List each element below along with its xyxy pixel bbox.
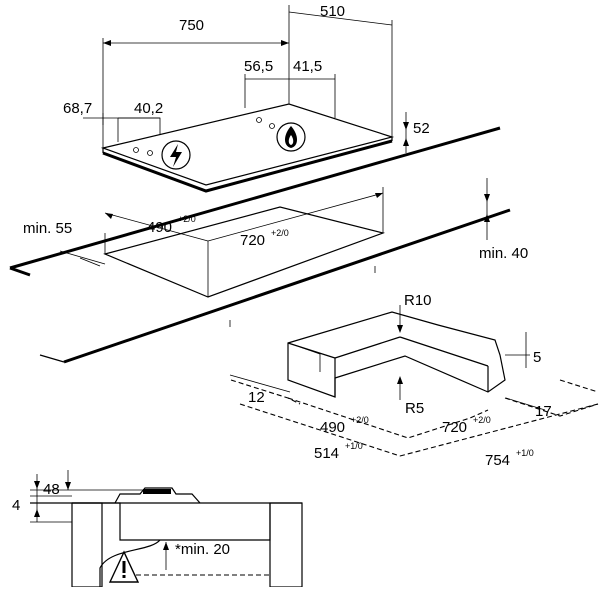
label-min-clearance: *min. 20 — [175, 541, 230, 558]
hob-front-edge — [102, 139, 393, 193]
label-radius-outer: R10 — [404, 292, 432, 309]
label-burner-offset-a: 56,5 — [244, 58, 273, 75]
gas-flame-icon — [276, 122, 306, 152]
label-frame-width: 720 — [442, 419, 467, 436]
worktop-drawing — [9, 126, 511, 364]
label-section-total: 48 — [43, 481, 60, 498]
frame-detail-drawing — [229, 305, 599, 457]
label-outer-depth-tol: +1/0 — [345, 441, 363, 451]
label-cutout-depth: 490 — [147, 219, 172, 236]
label-hob-width: 750 — [179, 17, 204, 34]
label-radius-inner: R5 — [405, 400, 424, 417]
label-cutout-width: 720 — [240, 232, 265, 249]
label-min-side: min. 40 — [479, 245, 528, 262]
label-frame-depth-tol: +2/0 — [351, 415, 369, 425]
warning-triangle-icon — [108, 550, 140, 583]
label-frame-width-tol: +2/0 — [473, 415, 491, 425]
label-frame-depth: 490 — [320, 419, 345, 436]
section-drawing — [30, 470, 303, 588]
label-control-offset: 40,2 — [134, 100, 163, 117]
label-outer-depth: 514 — [314, 445, 339, 462]
hob-drawing — [100, 103, 395, 193]
label-hob-depth: 510 — [320, 3, 345, 20]
label-cutout-depth-tol: +2/0 — [178, 214, 196, 224]
label-outer-width: 754 — [485, 452, 510, 469]
electric-spark-icon — [161, 140, 191, 170]
hob-dimension-lines — [83, 5, 409, 153]
label-outer-width-tol: +1/0 — [516, 448, 534, 458]
label-cutout-width-tol: +2/0 — [271, 228, 289, 238]
label-edge-height: 5 — [533, 349, 541, 366]
label-left-offset: 68,7 — [63, 100, 92, 117]
label-hob-height: 52 — [413, 120, 430, 137]
label-front-margin: 17 — [535, 403, 552, 420]
label-side-margin: 12 — [248, 389, 265, 406]
label-min-back: min. 55 — [23, 220, 72, 237]
label-burner-offset-b: 41,5 — [293, 58, 322, 75]
label-section-top: 4 — [12, 497, 20, 514]
